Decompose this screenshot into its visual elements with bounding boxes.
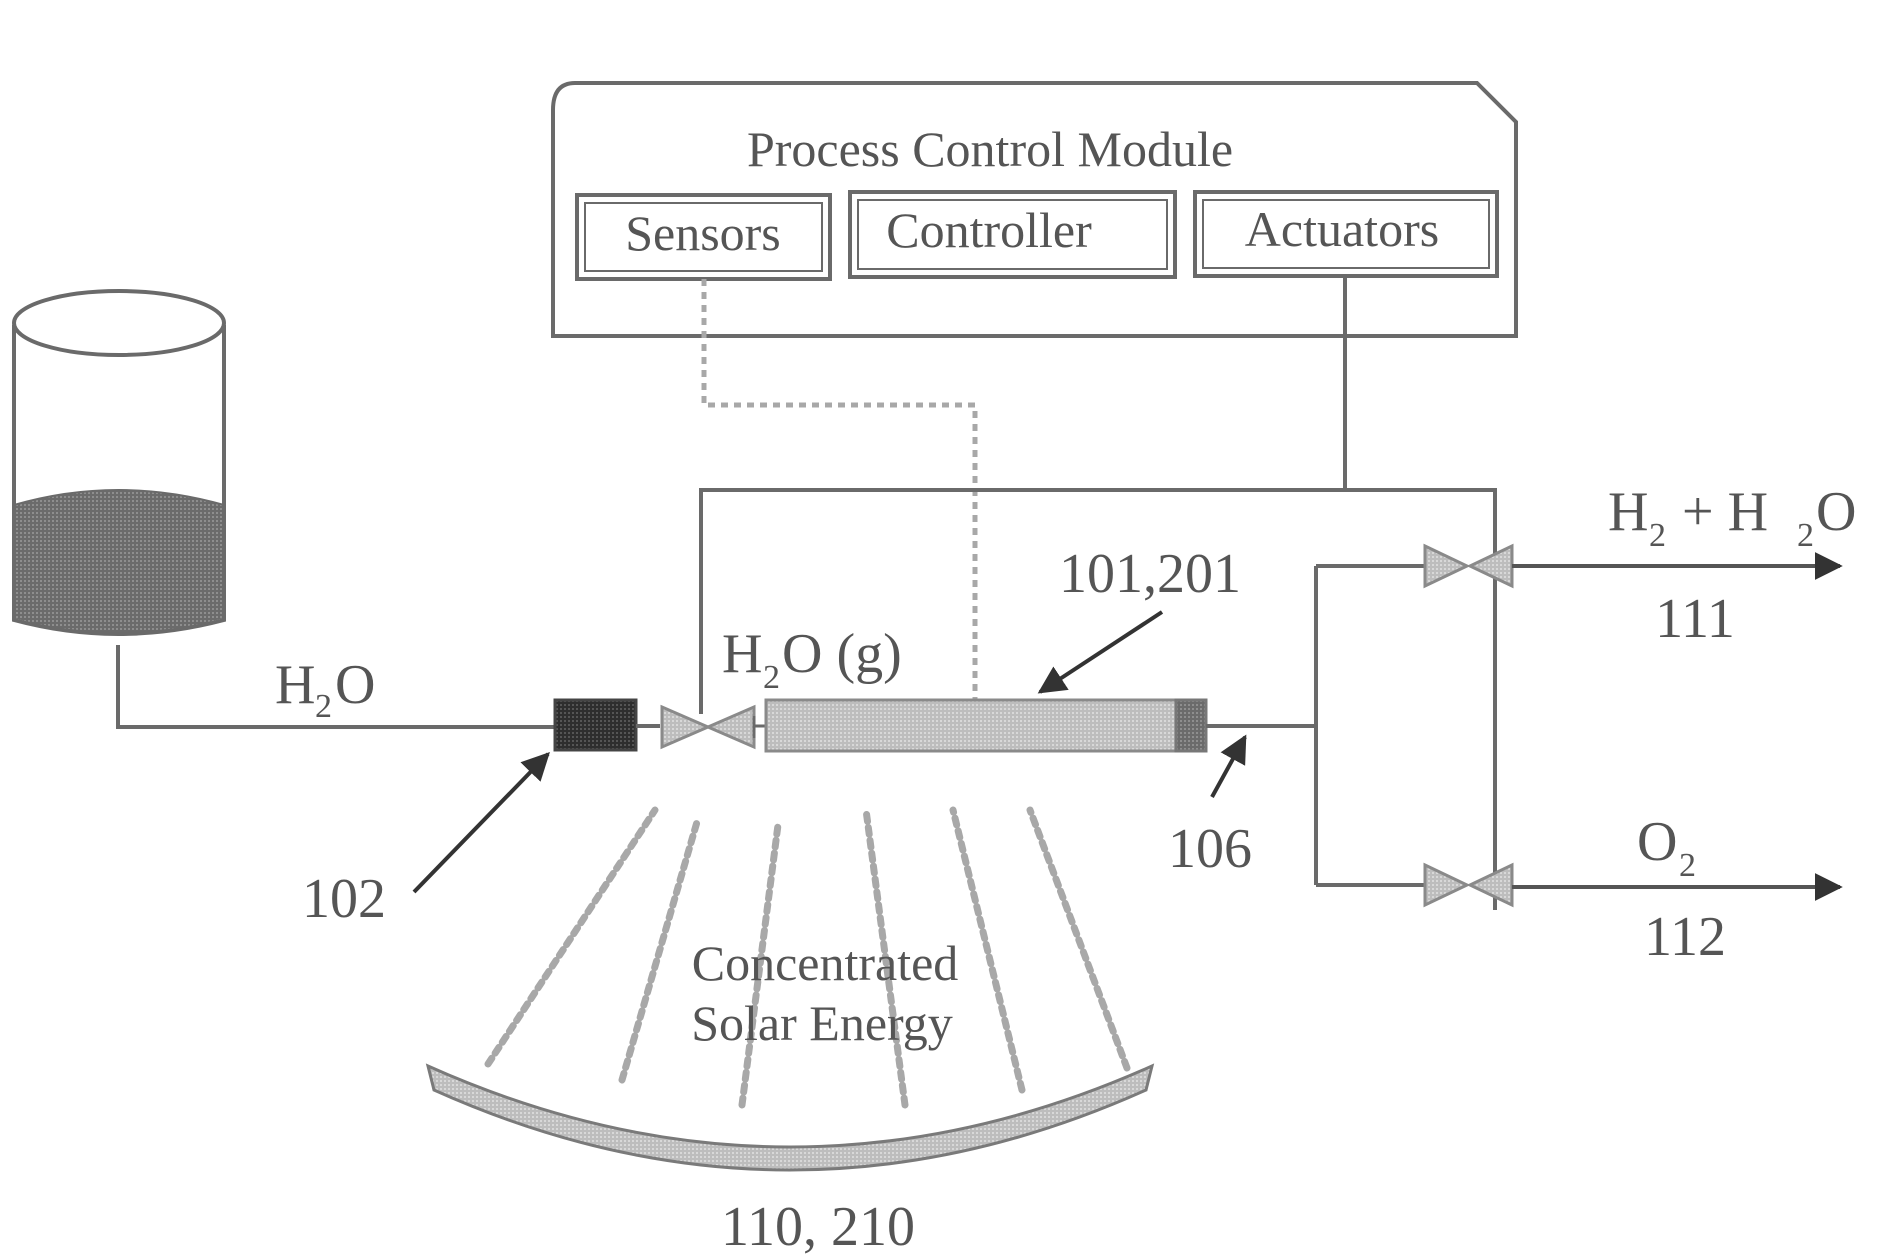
controller-box: Controller bbox=[850, 192, 1175, 277]
h2-outlet-valve bbox=[1425, 546, 1512, 586]
ref-102-arrow bbox=[414, 754, 548, 892]
steam-label: H 2 O (g) bbox=[722, 623, 902, 696]
reactor-tube bbox=[766, 700, 1206, 751]
feed-water-label: H 2 O bbox=[275, 654, 375, 725]
svg-text:O: O bbox=[1637, 811, 1677, 873]
actuators-label: Actuators bbox=[1245, 201, 1439, 257]
ref-110-210: 110, 210 bbox=[721, 1196, 915, 1258]
product-splitter-line bbox=[1316, 566, 1425, 885]
ref-111: 111 bbox=[1655, 588, 1735, 650]
svg-text:O (g): O (g) bbox=[782, 623, 902, 685]
actuators-box: Actuators bbox=[1195, 192, 1497, 276]
svg-text:+ H: + H bbox=[1668, 481, 1768, 543]
o2-output-label: O 2 bbox=[1637, 811, 1696, 884]
solar-concentrator-dish bbox=[428, 1066, 1152, 1170]
inlet-valve bbox=[662, 707, 754, 747]
svg-text:O: O bbox=[335, 654, 375, 716]
ref-102: 102 bbox=[302, 868, 386, 930]
controller-label: Controller bbox=[886, 202, 1092, 258]
sensors-box: Sensors bbox=[577, 195, 830, 279]
solar-energy-label: Concentrated Solar Energy bbox=[691, 935, 958, 1051]
svg-text:H: H bbox=[722, 623, 762, 685]
ref-101-201-arrow bbox=[1040, 612, 1162, 692]
water-reservoir-tank bbox=[14, 291, 224, 634]
svg-text:2: 2 bbox=[1797, 517, 1814, 554]
h2-output-label: H 2 + H 2 O bbox=[1608, 481, 1856, 554]
ref-112: 112 bbox=[1644, 906, 1726, 968]
pump-block bbox=[555, 700, 636, 750]
ref-106: 106 bbox=[1168, 818, 1252, 880]
sensors-label: Sensors bbox=[625, 205, 781, 261]
svg-text:H: H bbox=[275, 654, 315, 716]
svg-text:2: 2 bbox=[1649, 517, 1666, 554]
svg-text:2: 2 bbox=[763, 659, 780, 696]
svg-text:Concentrated: Concentrated bbox=[692, 935, 959, 991]
ref-106-arrow bbox=[1212, 737, 1245, 797]
o2-outlet-valve bbox=[1425, 865, 1512, 905]
svg-text:2: 2 bbox=[1679, 847, 1696, 884]
svg-text:O: O bbox=[1816, 481, 1856, 543]
ref-101-201: 101,201 bbox=[1059, 543, 1241, 605]
svg-text:H: H bbox=[1608, 481, 1648, 543]
process-control-module-title: Process Control Module bbox=[747, 121, 1233, 177]
svg-text:2: 2 bbox=[315, 688, 332, 725]
svg-text:Solar Energy: Solar Energy bbox=[691, 995, 953, 1051]
